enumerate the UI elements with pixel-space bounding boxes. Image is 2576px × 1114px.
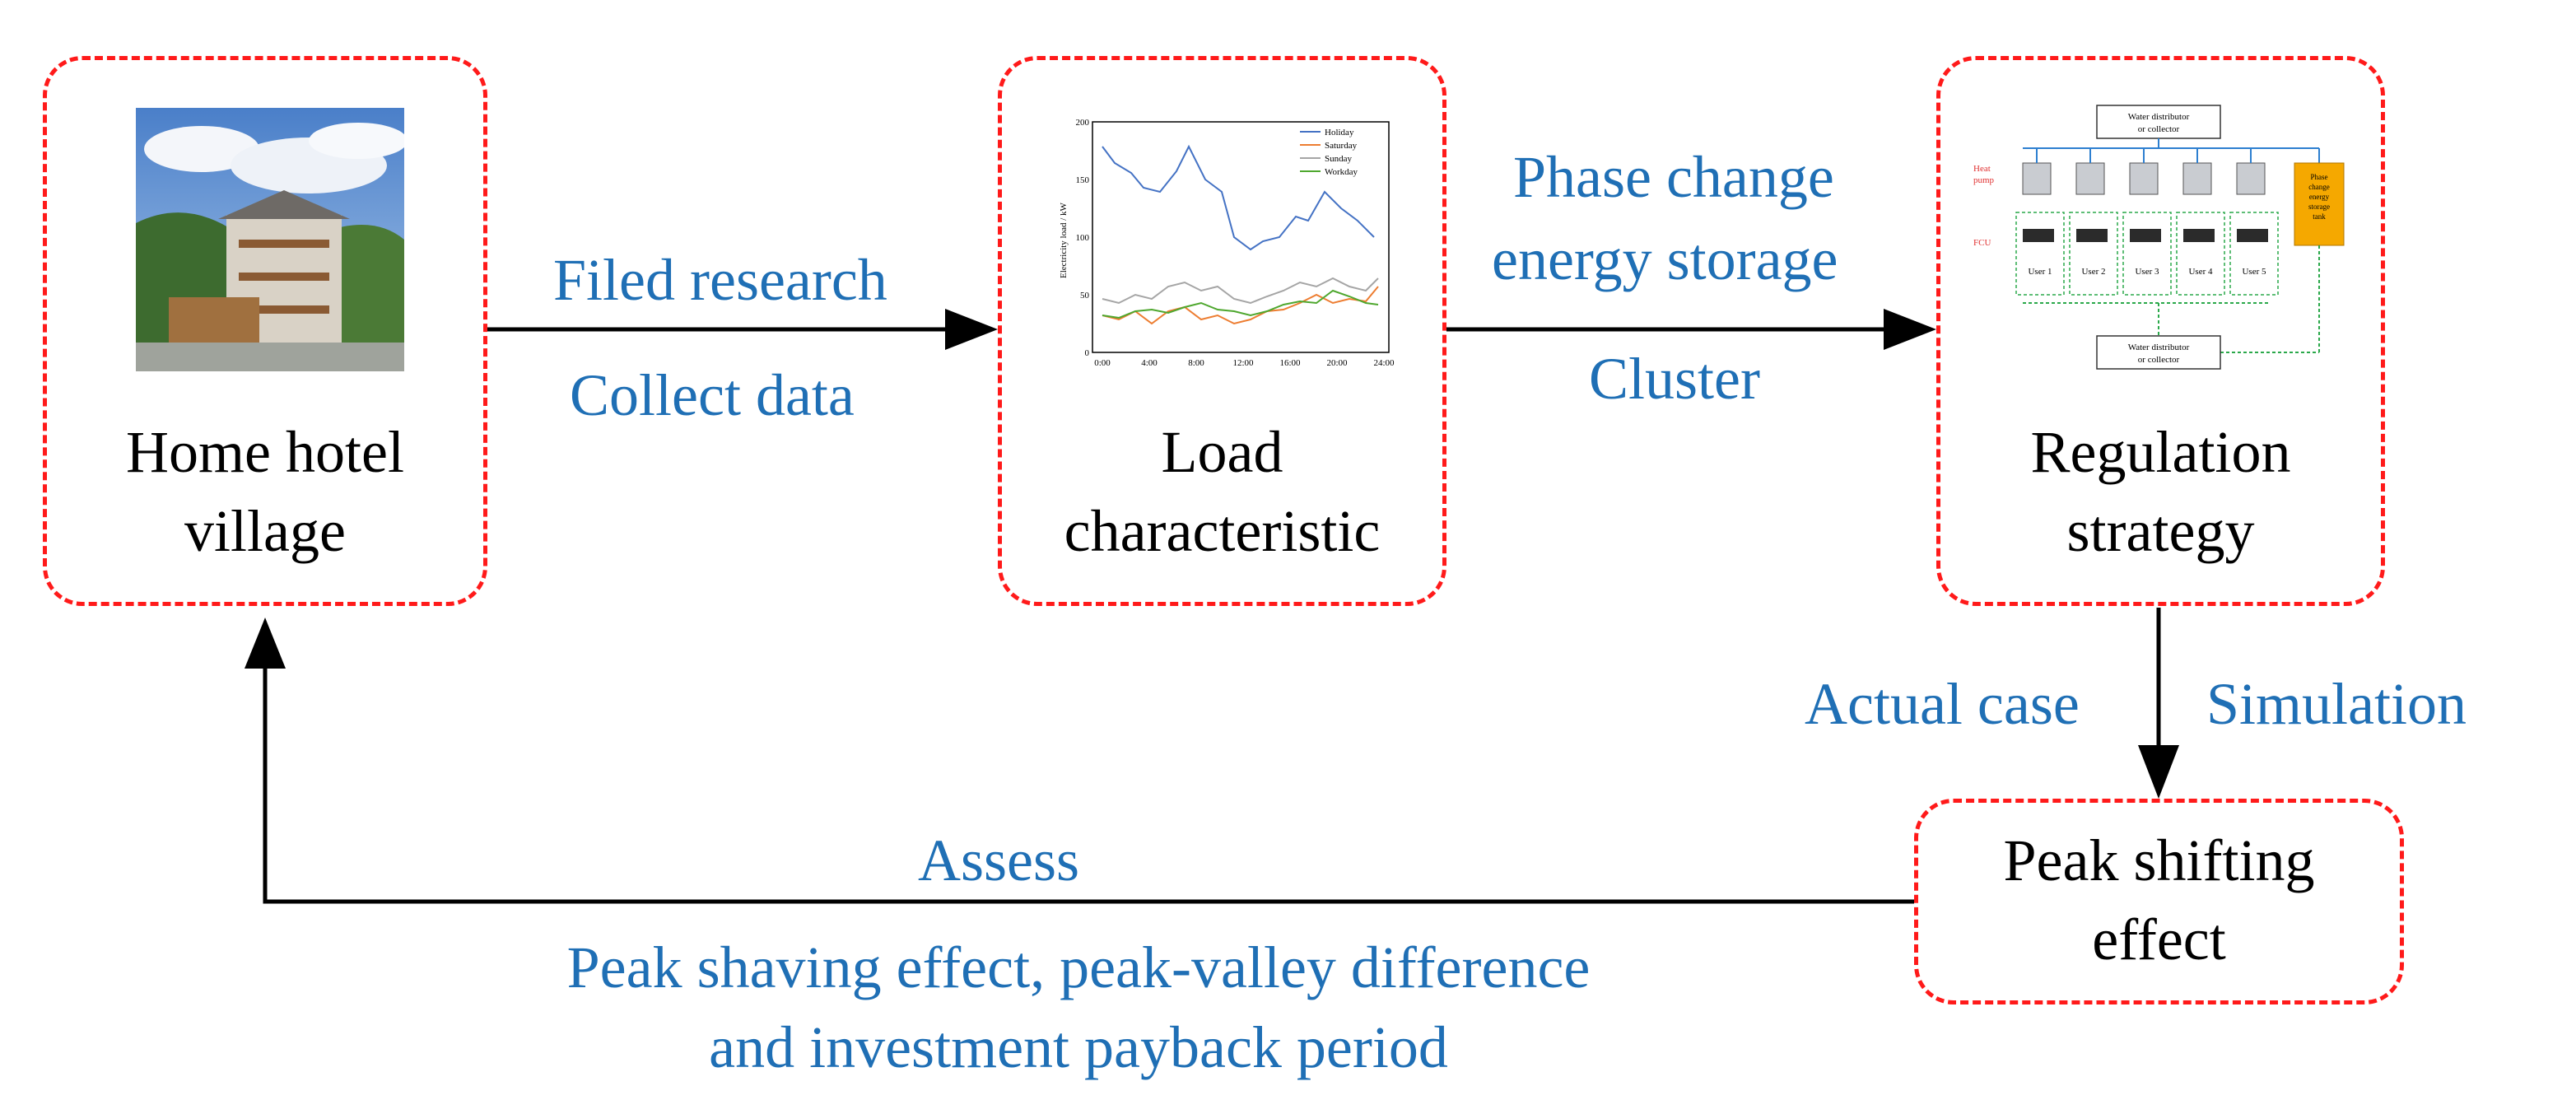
node-peak-label: Peak shifting effect — [1918, 821, 2400, 979]
user-label: User 1 — [2028, 267, 2052, 277]
series-sunday — [1102, 277, 1379, 305]
user-zone — [2229, 212, 2279, 296]
label-filed-research: Filed research — [553, 247, 887, 313]
heat-pump-unit — [2129, 162, 2159, 195]
label-assess: Assess — [918, 827, 1080, 893]
node-peak-line1: Peak shifting — [2003, 827, 2315, 893]
legend-label: Sunday — [1325, 154, 1353, 164]
series-saturday — [1102, 286, 1379, 325]
y-tick-label: 0 — [1085, 348, 1090, 358]
bottom-collector-text2: or collector — [2138, 355, 2180, 365]
fcu-label: FCU — [1973, 238, 1991, 248]
user-zone — [2176, 212, 2225, 296]
node-load-line1: Load — [1161, 419, 1283, 485]
node-peak: Peak shifting effect — [1914, 799, 2404, 1004]
fcu-unit — [2076, 229, 2108, 242]
label-phase-change-2: energy storage — [1492, 226, 1838, 292]
heat-pump-unit — [2022, 162, 2052, 195]
label-simulation: Simulation — [2206, 671, 2467, 737]
legend-label: Workday — [1325, 167, 1358, 177]
top-collector-text2: or collector — [2138, 124, 2180, 134]
tank-text5: tank — [2313, 212, 2326, 221]
legend-label: Saturday — [1325, 141, 1358, 151]
node-regulation-line1: Regulation — [2030, 419, 2291, 485]
heat-pump-label: Heat — [1973, 164, 1991, 174]
legend-label: Holiday — [1325, 128, 1354, 138]
series-workday — [1102, 289, 1379, 319]
x-tick-label: 16:00 — [1279, 358, 1301, 368]
fcu-unit — [2183, 229, 2215, 242]
x-tick-label: 20:00 — [1326, 358, 1348, 368]
fcu-unit — [2130, 229, 2161, 242]
user-label: User 3 — [2135, 267, 2159, 277]
x-tick-label: 24:00 — [1373, 358, 1395, 368]
label-collect-data: Collect data — [570, 362, 855, 428]
user-zone — [2122, 212, 2172, 296]
x-tick-label: 8:00 — [1188, 358, 1204, 368]
arrowhead-regulation — [1884, 309, 1936, 350]
y-tick-label: 50 — [1080, 291, 1090, 301]
node-load-line2: characteristic — [1064, 498, 1381, 564]
user-label: User 2 — [2081, 267, 2105, 277]
fcu-unit — [2237, 229, 2268, 242]
user-zone — [2069, 212, 2118, 296]
node-home-hotel: Home hotel village — [43, 56, 487, 606]
load-chart: Electricity load / kW 200 150 100 50 0 0:00 4… — [1059, 118, 1395, 368]
arrowhead-peak — [2138, 745, 2179, 799]
label-cluster: Cluster — [1589, 346, 1760, 412]
x-tick-label: 4:00 — [1141, 358, 1158, 368]
node-home-hotel-label: Home hotel village — [47, 413, 483, 571]
tank-text: Phase — [2311, 173, 2328, 181]
load-chart-ylabel: Electricity load / kW — [1059, 202, 1069, 278]
tank-text3: energy — [2309, 193, 2330, 201]
node-home-hotel-line1: Home hotel — [126, 419, 404, 485]
node-regulation: Water distributor or collector Heat pump… — [1936, 56, 2385, 606]
user-label: User 5 — [2242, 267, 2266, 277]
bottom-collector-box — [2096, 335, 2221, 370]
tank-text2: change — [2308, 183, 2329, 191]
series-holiday — [1102, 144, 1375, 251]
arrowhead-load — [945, 309, 998, 350]
node-load-label: Load characteristic — [1002, 413, 1442, 571]
heat-pump-label2: pump — [1973, 175, 1995, 185]
strategy-schematic: Water distributor or collector Heat pump… — [1973, 105, 2345, 370]
arrowhead-home — [245, 618, 286, 669]
top-collector-text: Water distributor — [2128, 112, 2190, 122]
bottom-collector-text: Water distributor — [2128, 343, 2190, 352]
label-phase-change-1: Phase change — [1513, 144, 1834, 210]
node-home-hotel-line2: village — [184, 498, 346, 564]
x-tick-label: 0:00 — [1094, 358, 1111, 368]
label-peak-shaving-2: and investment payback period — [709, 1014, 1448, 1080]
node-regulation-label: Regulation strategy — [1940, 413, 2381, 571]
tank-box — [2294, 162, 2345, 246]
hotel-photo — [136, 108, 404, 371]
y-tick-label: 150 — [1076, 175, 1090, 185]
node-regulation-line2: strategy — [2066, 498, 2255, 564]
arrow-feedback — [263, 659, 1914, 904]
node-load: Electricity load / kW 200 150 100 50 0 0:00 4… — [998, 56, 1446, 606]
heat-pump-unit — [2075, 162, 2105, 195]
node-peak-line2: effect — [2092, 907, 2226, 972]
fcu-unit — [2023, 229, 2054, 242]
y-tick-label: 100 — [1076, 233, 1090, 243]
heat-pump-unit — [2236, 162, 2266, 195]
label-actual-case: Actual case — [1805, 671, 2080, 737]
tank-text4: storage — [2308, 203, 2330, 211]
x-tick-label: 12:00 — [1232, 358, 1254, 368]
heat-pump-unit — [2182, 162, 2212, 195]
y-tick-label: 200 — [1076, 118, 1090, 128]
user-label: User 4 — [2188, 267, 2213, 277]
user-zone — [2015, 212, 2065, 296]
label-peak-shaving-1: Peak shaving effect, peak-valley differe… — [566, 935, 1591, 1000]
